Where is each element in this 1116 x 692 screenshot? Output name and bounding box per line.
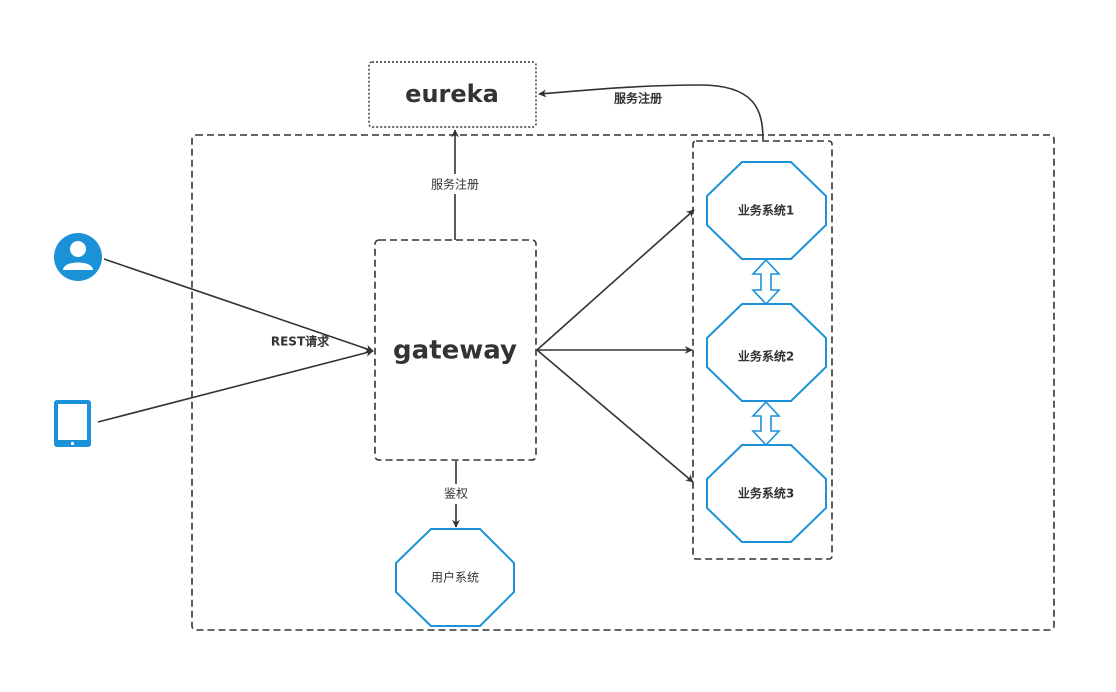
biz1-node <box>706 161 827 260</box>
eureka-label: eureka <box>405 80 499 108</box>
edge-biz-eureka <box>538 84 764 141</box>
user-system-node <box>395 528 515 627</box>
eureka-box <box>368 61 537 128</box>
biz3-node <box>706 444 827 543</box>
edge-label-rest-request: REST请求 <box>271 334 330 349</box>
tablet-icon <box>54 400 91 447</box>
double-arrow-biz1-biz2 <box>751 258 781 306</box>
edge-user-gateway <box>103 258 374 353</box>
user-avatar-icon <box>54 233 102 281</box>
system-boundary <box>191 134 1055 631</box>
edge-gateway-biz3 <box>536 349 694 483</box>
edge-label-register-biz: 服务注册 <box>614 91 662 106</box>
biz1-label: 业务系统1 <box>738 203 794 218</box>
edge-label-auth: 鉴权 <box>444 487 468 501</box>
gateway-label: gateway <box>393 336 517 366</box>
biz2-label: 业务系统2 <box>738 349 794 364</box>
business-systems-group <box>692 140 833 560</box>
double-arrow-biz2-biz3 <box>751 400 781 447</box>
edge-gateway-biz1 <box>536 209 695 351</box>
gateway-box <box>374 239 537 461</box>
biz2-node <box>706 303 827 402</box>
biz3-label: 业务系统3 <box>738 486 794 501</box>
edge-label-register-gateway: 服务注册 <box>431 177 479 192</box>
edge-tablet-gateway <box>97 348 374 423</box>
user-system-label: 用户系统 <box>431 570 479 585</box>
